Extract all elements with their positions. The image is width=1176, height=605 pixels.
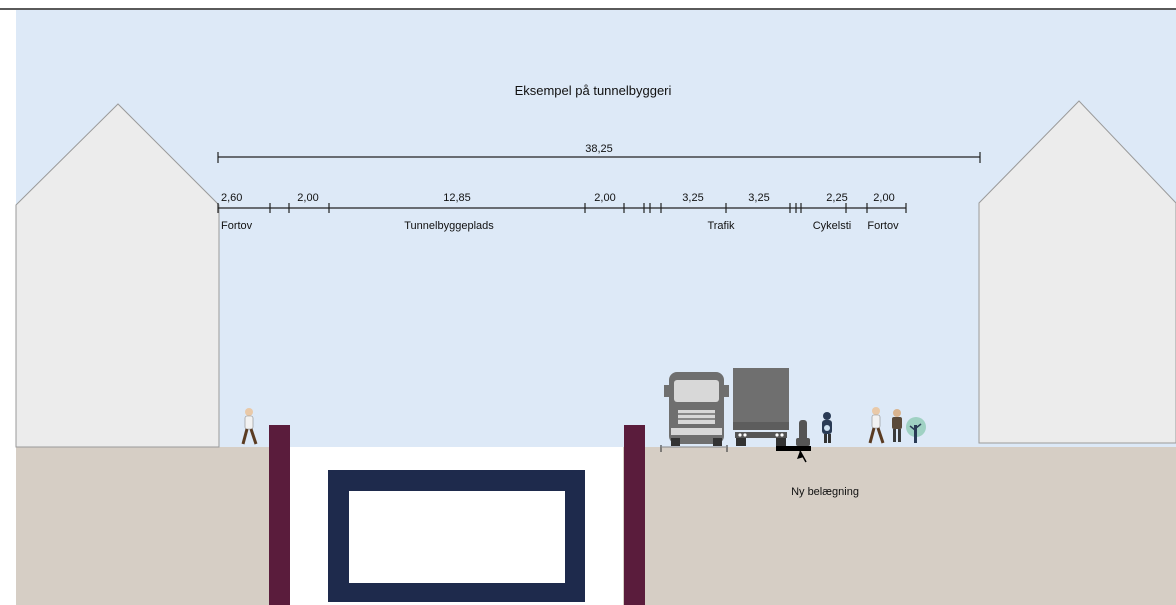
total-dimension-label: 38,25 [585, 143, 613, 155]
new-pavement [776, 446, 811, 451]
tree-icon [906, 417, 926, 443]
truck-rear-icon [733, 368, 789, 446]
zone-label-tunnelbyggeplads: Tunnelbyggeplads [404, 220, 494, 232]
separator-bollard-icon [796, 420, 810, 446]
segment-width-label: 2,00 [873, 192, 894, 204]
segment-width-label: 2,25 [826, 192, 847, 204]
segment-width-label: 2,00 [297, 192, 318, 204]
total-dimension [217, 152, 981, 163]
zone-label-fortov-right: Fortov [867, 220, 899, 232]
segment-width-label: 3,25 [748, 192, 769, 204]
sheet-pile-right [624, 425, 645, 605]
segment-dimension-line [217, 203, 907, 213]
zone-label-trafik: Trafik [707, 220, 735, 232]
sheet-pile-left [269, 425, 290, 605]
segment-width-label: 3,25 [682, 192, 703, 204]
pedestrian-icon [241, 408, 258, 445]
callout-arrowhead [797, 451, 804, 459]
zone-label-cykelsti: Cykelsti [813, 220, 852, 232]
pedestrian-icon [892, 409, 902, 442]
cyclist-icon [822, 412, 832, 443]
house-right-icon [978, 100, 1176, 444]
segment-width-label: 2,60 [221, 192, 242, 204]
diagram-title: Eksempel på tunnelbyggeri [515, 83, 672, 98]
truck-front-icon [664, 372, 729, 446]
tunnel-interior [349, 491, 565, 583]
segment-width-label: 12,85 [443, 192, 471, 204]
zone-label-fortov-left: Fortov [221, 220, 253, 232]
house-left-icon [15, 103, 220, 448]
segment-width-label: 2,00 [594, 192, 615, 204]
callout-label: Ny belægning [791, 486, 859, 498]
pedestrian-icon [868, 407, 885, 444]
